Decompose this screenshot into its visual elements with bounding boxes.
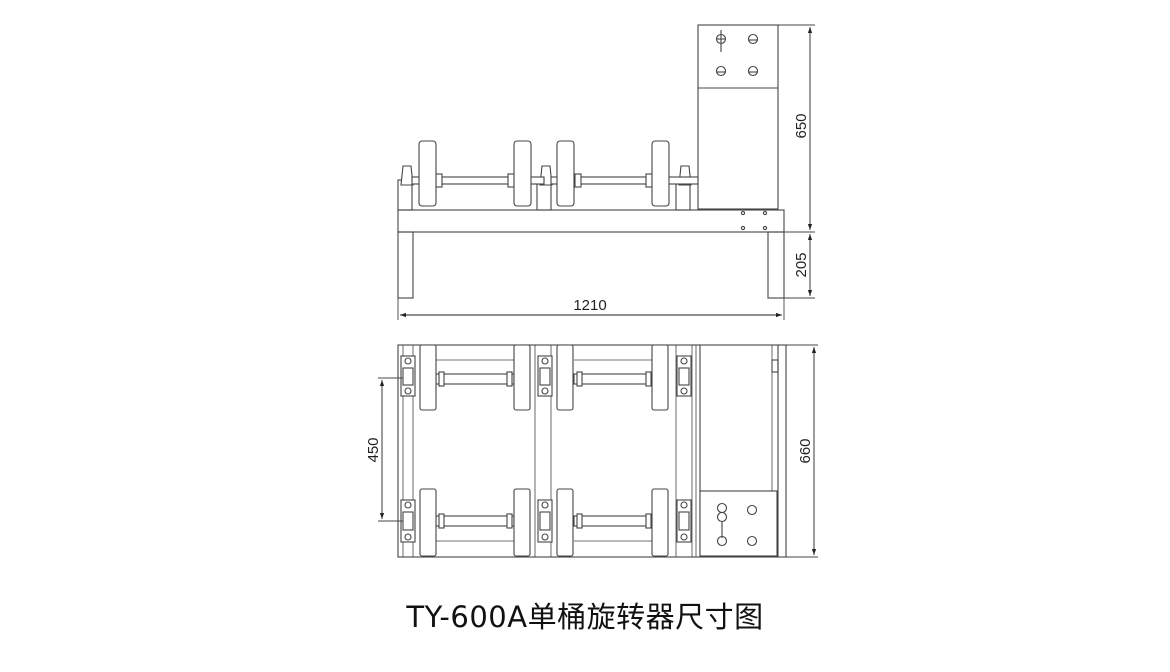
- shaft: [435, 515, 515, 527]
- bearing-seat-icon: [400, 165, 414, 186]
- roller: [513, 488, 531, 557]
- roller: [418, 140, 437, 207]
- roller: [513, 344, 531, 411]
- roller: [556, 488, 574, 557]
- roller-row-lower: [400, 488, 692, 557]
- shaft: [435, 373, 515, 385]
- roller: [419, 488, 437, 557]
- front-view: [397, 24, 815, 320]
- knob-icon: [746, 535, 758, 547]
- leg-right: [767, 231, 785, 299]
- dim-label-450: 450: [365, 437, 382, 462]
- roller: [651, 488, 669, 557]
- figure-caption: TY-600A单桶旋转器尺寸图: [406, 600, 764, 634]
- leg-left: [397, 231, 414, 299]
- roller-row-upper: [400, 344, 692, 411]
- knob-icon: [716, 535, 728, 547]
- panel-knobs: [715, 30, 759, 77]
- knob-icon: [715, 65, 727, 77]
- shaft: [411, 176, 545, 185]
- top-view: [378, 344, 818, 558]
- roller: [556, 140, 575, 207]
- base-beam: [397, 209, 785, 233]
- dim-label-1210: 1210: [573, 297, 606, 314]
- roller: [651, 344, 669, 411]
- control-box: [697, 24, 779, 210]
- panel-knobs-top: [716, 502, 758, 547]
- knob-icon: [746, 504, 758, 516]
- knob-icon: [747, 65, 759, 77]
- roller: [419, 344, 437, 411]
- roller: [513, 140, 532, 207]
- dim-label-660: 660: [797, 438, 814, 463]
- roller: [651, 140, 670, 207]
- control-panel-top: [699, 490, 778, 557]
- dim-label-205: 205: [793, 252, 810, 277]
- roller: [556, 344, 574, 411]
- shaft: [573, 373, 653, 385]
- knob-icon: [747, 33, 759, 45]
- shaft: [550, 176, 699, 185]
- dim-label-650: 650: [793, 113, 810, 138]
- shaft: [573, 515, 653, 527]
